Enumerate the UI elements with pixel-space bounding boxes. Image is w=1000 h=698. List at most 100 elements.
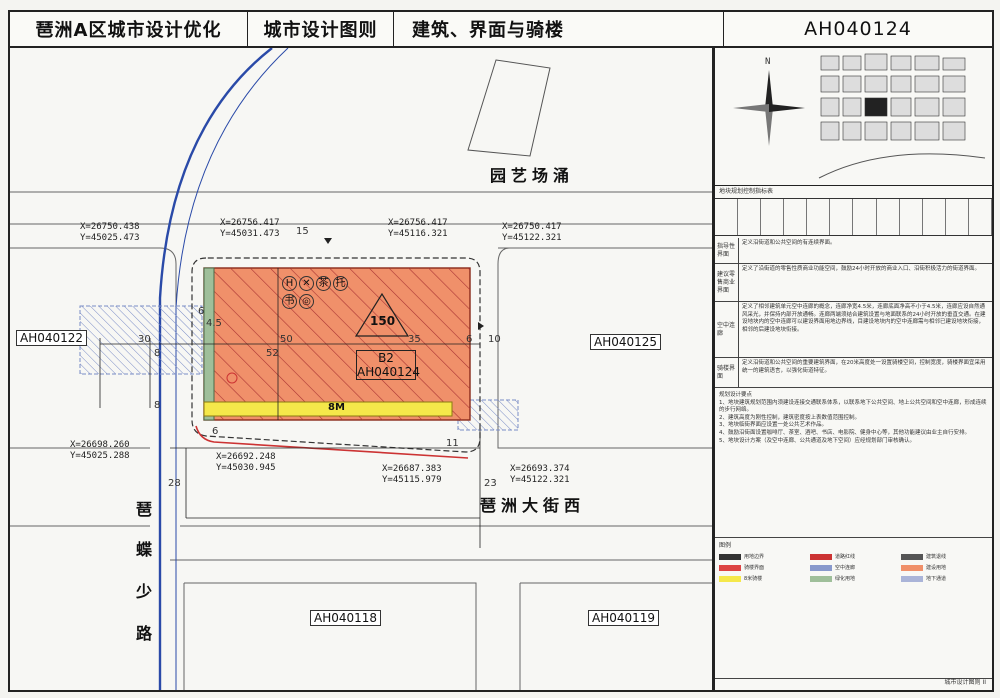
design-notes: 规划设计要点 1、地块建筑规划范围内须建设连接交通联系体系，以联系地下公共空间、… [715,390,992,538]
parcel-id-box: B2 AH040124 [356,350,420,380]
arcade-width-label: 8M [328,402,345,413]
west-road-char-2: 蝶 [136,540,153,559]
legend-label: 8米骑楼 [744,576,763,582]
legend-item: 道路红线 [810,552,897,562]
panel-footer: 城市设计图则 II [715,678,992,690]
legend-item: 建设用地 [901,563,988,573]
dim-south-28: 28 [168,478,181,489]
control-key-1: 指导性界面 [715,238,739,263]
control-key-2: 建议零售商业界面 [715,264,739,301]
west-block-edge [10,247,177,448]
dim-left-c: 8 [154,400,161,411]
legend-swatch [901,554,923,560]
dim-east-10: 10 [488,334,501,345]
legend-item: 地下通道 [901,574,988,584]
note-2: 2、建筑高度为刚性控制，建筑密度按上表数值范围控制。 [719,414,861,421]
legend-label: 建筑退线 [926,554,947,560]
legend-item: 用地边界 [719,552,806,562]
height-limit-label: 150 [370,314,396,328]
dim-strip-width: 4.5 [206,318,222,329]
control-row-3: 空中连廊 定义了相邻建筑单元空中连廊的概念，连廊净宽4.5米，连廊底面净高不小于… [715,302,992,358]
entry-marker [226,372,238,384]
legend-label: 用地边界 [744,554,765,560]
legend-label: 地下通道 [926,576,947,582]
legend-item: 空中连廊 [810,563,897,573]
control-key-4: 骑楼界面 [715,358,739,387]
dim-inner-52: 52 [266,348,279,359]
dim-east-6: 6 [466,334,473,345]
parcel-name: B2 [378,351,394,365]
note-1: 1、地块建筑规划范围内须建设连接交通联系体系，以联系地下公共空间、地上公共空间和… [719,399,987,414]
childcare-icon: 托 [333,276,348,291]
neighbor-west-code: AH040122 [16,330,88,346]
cross-icon: ✕ [299,276,314,291]
dim-left-b: 8 [154,348,161,359]
legend-label: 绿化用地 [835,576,856,582]
plot-code-title: AH040124 [804,18,912,40]
legend-item: 8米骑楼 [719,574,806,584]
category-title: 城市设计图则 [248,12,394,46]
topic-title: 建筑、界面与骑楼 [394,12,724,46]
legend-item: 骑楼界面 [719,563,806,573]
east-arrow-marker [478,322,484,330]
dim-west-gap: 6 [198,306,205,317]
legend-item: 绿化用地 [810,574,897,584]
control-row-1: 指导性界面 定义沿街道和公共空间的有连续界面。 [715,238,992,264]
road-edges [10,59,712,690]
legend-item: 建筑退线 [901,552,988,562]
legend-swatch [719,576,741,582]
legend-label: 道路红线 [835,554,856,560]
hospital-icon: H [282,276,297,291]
locator-map: N [715,48,992,186]
arcade-strip [203,401,453,417]
dim-north-setback: 15 [296,226,309,237]
facility-icon-row-1: H ✕ 茶 托 [282,276,348,291]
title-bar: 琶洲A区城市设计优化 城市设计图则 建筑、界面与骑楼 AH040124 [8,10,994,48]
index-table-title: 地块规划控制指标表 [719,188,774,195]
legend-swatch [810,576,832,582]
legend-label: 空中连廊 [835,565,856,571]
legend-swatch [810,565,832,571]
control-text-4: 定义沿街道和公共空间的重要建筑界面，在20米高度处一设置骑楼空间，控制宽度，骑楼… [742,360,986,374]
note-3: 3、地块临街界面应设置一处公共艺术作品。 [719,422,828,429]
station-icon: ◎ [299,294,314,309]
pazhou-road-edge [175,48,289,690]
index-table [715,198,992,236]
facility-icon-row-2: 书 ◎ [282,294,314,309]
south-street-name: 琶洲大街西 [480,496,586,515]
west-road-char-3: 少 [136,582,153,601]
book-icon: 书 [282,294,297,309]
north-building [467,59,551,157]
tea-icon: 茶 [316,276,331,291]
notes-title: 规划设计要点 [719,392,753,398]
north-arrow-marker [324,238,332,244]
locator-blocks [820,53,966,141]
legend-swatch [719,565,741,571]
legend-label: 骑楼界面 [744,565,765,571]
neighbor-east-code: AH040125 [590,334,662,350]
control-text-3: 定义了相邻建筑单元空中连廊的概念，连廊净宽4.5米，连廊底面净高不小于4.5米，… [742,304,986,333]
arcade-interface-line [195,425,469,459]
control-row-4: 骑楼界面 定义沿街道和公共空间的重要建筑界面，在20米高度处一设置骑楼空间，控制… [715,358,992,388]
neighbor-south-right-code: AH040119 [588,610,660,626]
site-boundary [191,257,481,453]
dim-bottom-11: 11 [446,438,459,449]
compass-rose [733,70,805,146]
legend-grid: 用地边界 道路红线 建筑退线骑楼界面 空中连廊 建设用地 8米骑楼 绿化用地 地下通道 [719,552,988,584]
dim-south-23: 23 [484,478,497,489]
dimension-lines [99,268,481,548]
pazhou-road-centerline [158,48,273,690]
legend-swatch [901,565,923,571]
dim-bottom-6: 6 [212,426,219,437]
north-street-name: 园艺场涌 [490,166,575,185]
legend-swatch [901,576,923,582]
dim-inner-35: 35 [408,334,421,345]
dim-inner-50: 50 [280,334,293,345]
